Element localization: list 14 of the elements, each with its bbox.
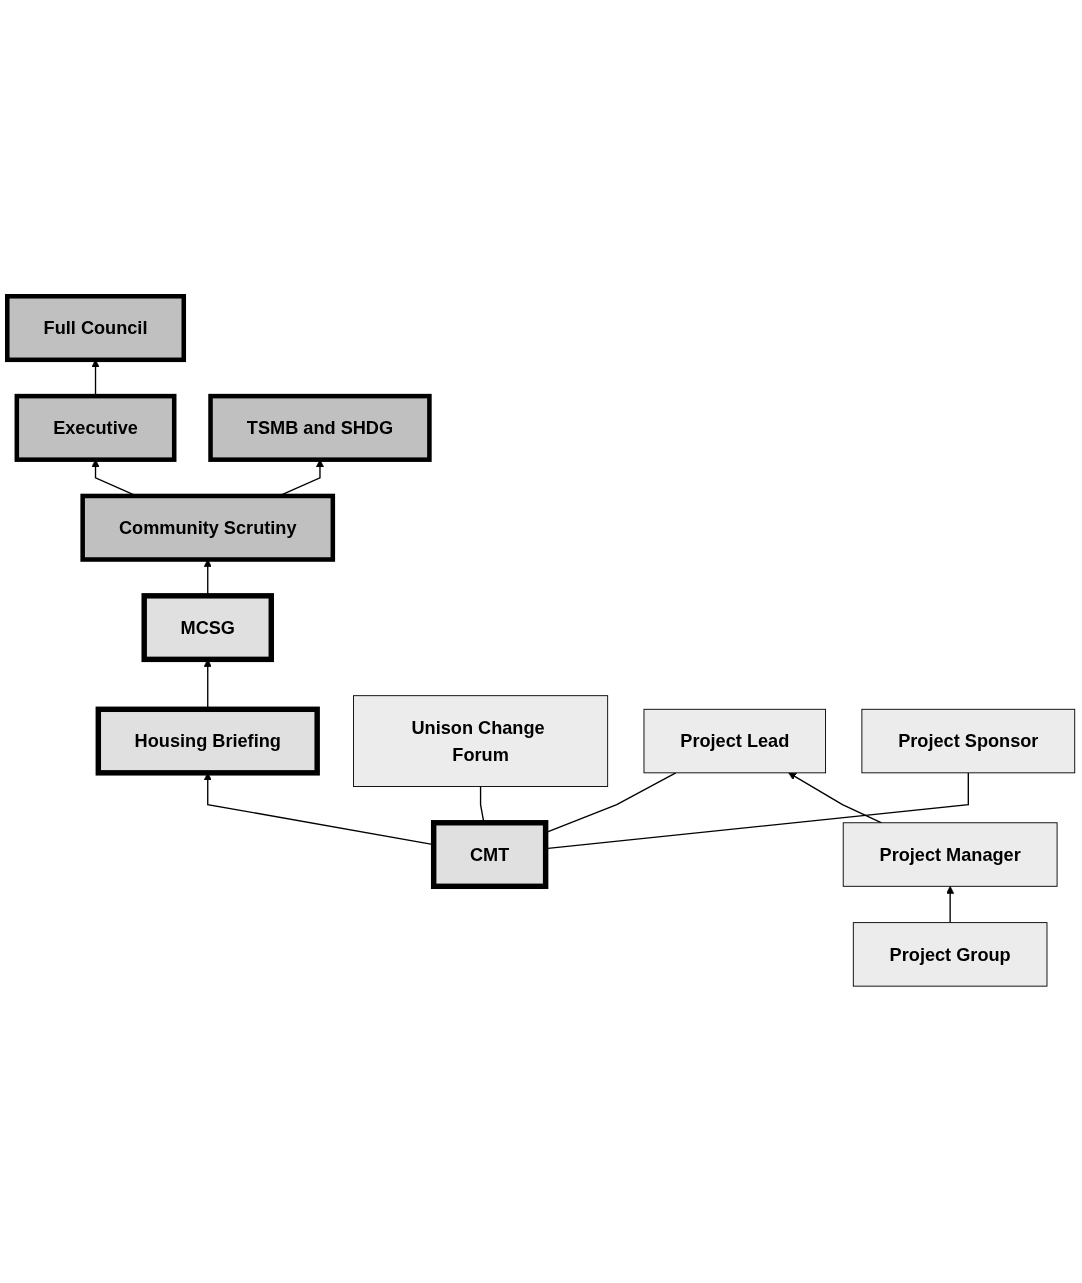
node-box: Project Group — [852, 922, 1048, 987]
node-box: TSMB and SHDG — [208, 394, 432, 463]
node-box: Project Manager — [842, 822, 1058, 888]
node-box: Executive — [14, 394, 177, 463]
arrow — [788, 772, 883, 824]
node-box: Housing Briefing — [95, 706, 320, 776]
node-box: Project Lead — [643, 709, 827, 774]
node-box: MCSG — [141, 593, 274, 663]
node-box: CMT — [430, 820, 549, 890]
node-box: Unison Change Forum — [353, 695, 609, 788]
node-box: Community Scrutiny — [80, 494, 336, 563]
arrow — [946, 886, 955, 924]
node-box: Full Council — [5, 294, 187, 363]
node-box: Project Sponsor — [861, 709, 1076, 774]
